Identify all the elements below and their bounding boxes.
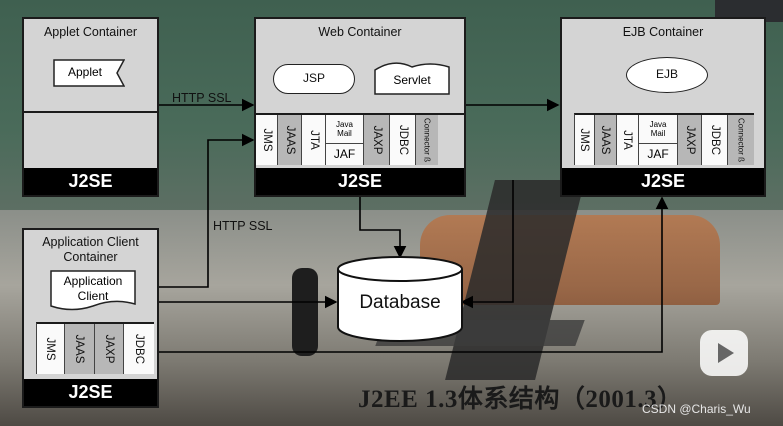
web-j2se-bar: J2SE	[256, 168, 464, 195]
ejb-component: EJB	[626, 57, 708, 93]
app-client-title-line2: Container	[63, 250, 118, 264]
ejb-api-jdbc: JDBC	[702, 115, 729, 165]
servlet-component: Servlet	[393, 73, 431, 87]
client-api-jms: JMS	[37, 324, 65, 374]
ejb-api-connector: Connector ß	[728, 115, 754, 165]
edge-label-http-ssl-applet: HTTP SSL	[172, 91, 232, 105]
app-client-j2se-bar: J2SE	[24, 379, 157, 406]
client-api-jaxp: JAXP	[94, 324, 125, 374]
ejb-container-title: EJB Container	[622, 25, 704, 39]
servlet-component-shape	[374, 62, 450, 95]
ejb-j2se-bar: J2SE	[562, 168, 764, 195]
edge-label-http-ssl-client: HTTP SSL	[213, 219, 273, 233]
edge-web-db	[359, 195, 407, 259]
applet-container-title: Applet Container	[43, 25, 138, 39]
csdn-watermark: CSDN @Charis_Wu	[642, 402, 751, 416]
app-client-component-shape	[50, 270, 136, 311]
ejb-api-jaxp: JAXP	[678, 115, 703, 165]
edge-ejb-db	[460, 180, 514, 309]
app-client-api-row: JMS JAAS JAXP JDBC	[36, 322, 154, 374]
ejb-api-jms: JMS	[575, 115, 595, 165]
web-api-jaxp: JAXP	[364, 115, 390, 165]
edge-client-web	[158, 133, 255, 288]
diagram-caption: J2EE 1.3体系结构（2001.3）	[358, 386, 683, 413]
applet-component: Applet	[67, 65, 103, 79]
database-cylinder	[337, 256, 463, 342]
web-api-jta: JTA	[302, 115, 326, 165]
applet-divider	[24, 111, 157, 113]
web-api-jaas: JAAS	[278, 115, 302, 165]
web-container-title: Web Container	[318, 25, 402, 39]
app-client-title-line1: Application Client	[42, 235, 139, 249]
play-icon[interactable]	[700, 330, 748, 376]
client-api-jaas: JAAS	[64, 324, 95, 374]
edge-client-ejb	[158, 196, 669, 353]
background-corner	[715, 0, 783, 22]
client-api-jdbc: JDBC	[124, 324, 154, 374]
background-microphone	[292, 268, 318, 356]
jsp-component: JSP	[273, 64, 355, 94]
ejb-api-jaas: JAAS	[594, 115, 617, 165]
applet-container: Applet Container Applet J2SE	[22, 17, 159, 197]
app-client-container: Application Client Container Application…	[22, 228, 159, 408]
ejb-api-jta: JTA	[616, 115, 639, 165]
web-container: Web Container JSP Servlet JMS JAAS JTA J…	[254, 17, 466, 197]
web-api-jms: JMS	[256, 115, 278, 165]
web-api-jdbc: JDBC	[390, 115, 416, 165]
applet-j2se-bar: J2SE	[24, 168, 157, 195]
database-label: Database	[359, 292, 441, 313]
web-api-connector: Connector ß	[416, 115, 438, 165]
applet-component-shape	[53, 59, 125, 87]
